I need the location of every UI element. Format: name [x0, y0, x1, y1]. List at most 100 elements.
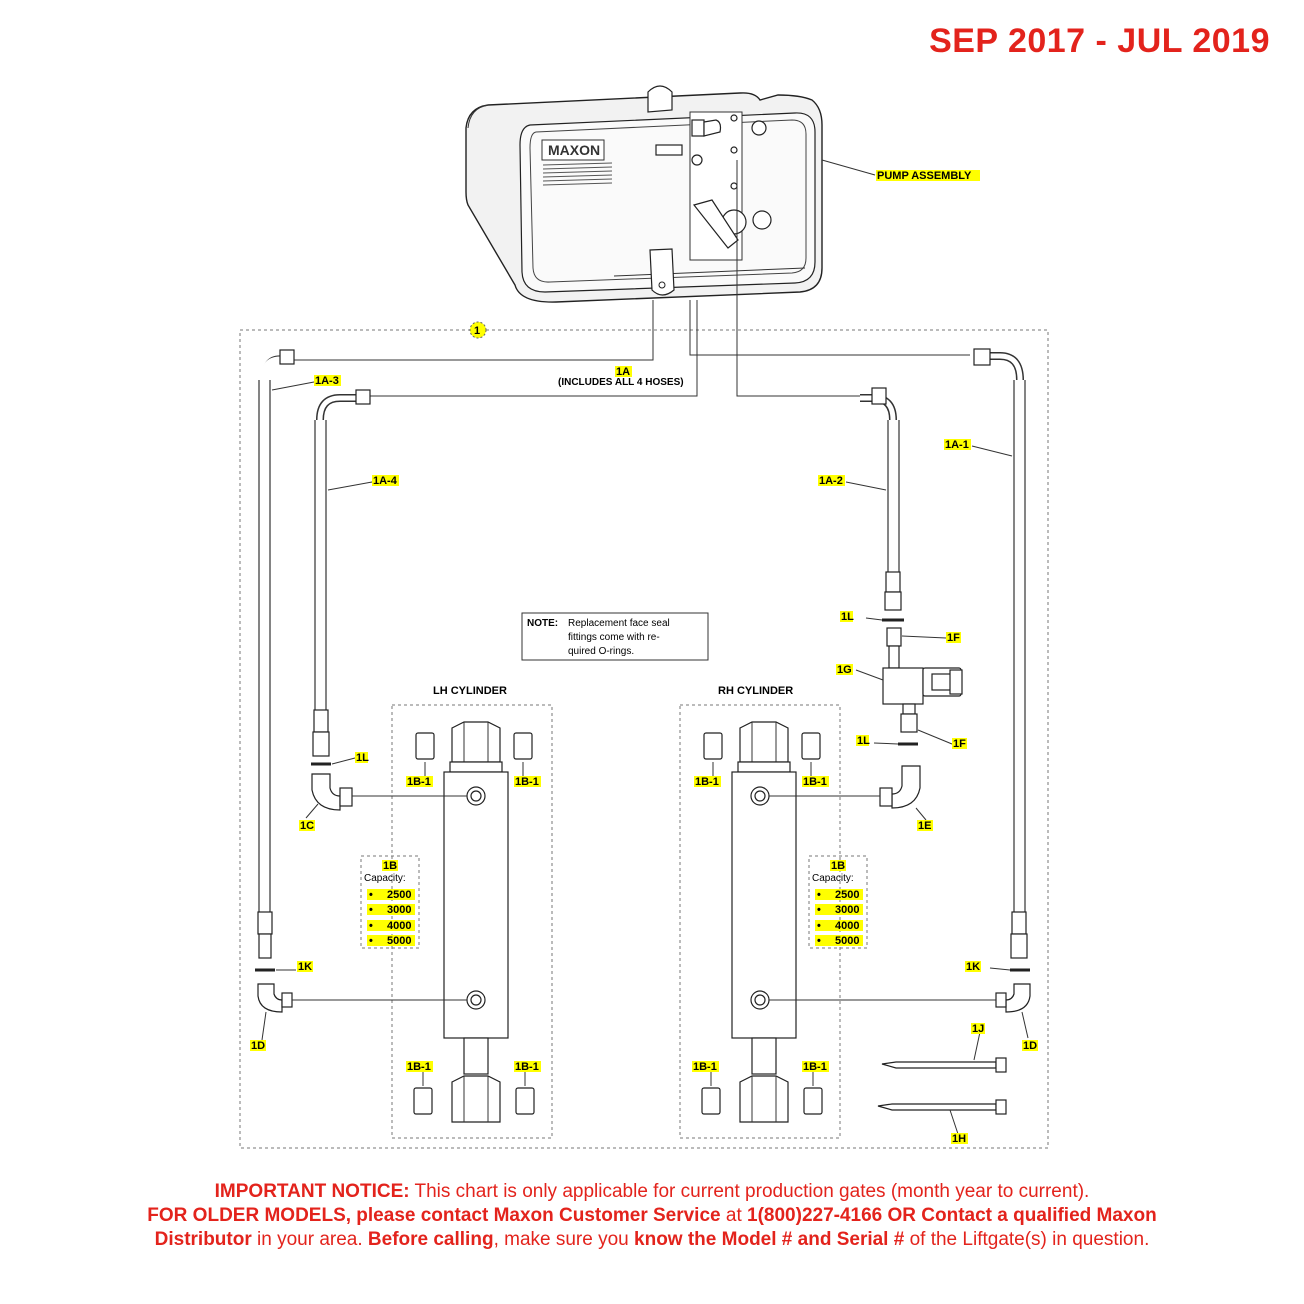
hose-1a-1: [973, 348, 1028, 959]
note-line3: quired O-rings.: [568, 646, 634, 657]
fitting-1d-right: [769, 983, 1031, 1013]
label-1a-note: (INCLUDES ALL 4 HOSES): [558, 377, 684, 388]
label-1e: 1E: [918, 820, 931, 832]
label-1l-right-bottom: 1L: [857, 735, 870, 747]
label-1k-right: 1K: [966, 961, 980, 973]
valve-1g: [882, 667, 963, 705]
label-1l-right-top: 1L: [841, 611, 854, 623]
lh-capacity-part: 1B: [383, 860, 397, 872]
rh-bushing-top-right: [801, 732, 821, 760]
lh-capacity-4000: 4000: [387, 920, 411, 932]
lh-capacity-3000: 3000: [387, 904, 411, 916]
fitting-1f-bottom: [902, 703, 916, 715]
fitting-1f-top: [886, 627, 902, 647]
svg-text:•: •: [817, 889, 821, 901]
kit-boundary: [239, 329, 1049, 1149]
label-rh-bushing-1: 1B-1: [695, 776, 719, 788]
pump-leader: [821, 159, 876, 176]
hose-routing-lines: [294, 160, 970, 397]
label-1f-bottom: 1F: [953, 738, 966, 750]
label-1f-top: 1F: [947, 632, 960, 644]
hose-1a-3: [257, 349, 295, 959]
fitting-1d-left: [257, 983, 467, 1013]
notice-distributor: Distributor: [154, 1229, 252, 1250]
notice-line-1: IMPORTANT NOTICE: This chart is only app…: [0, 1180, 1304, 1204]
svg-text:•: •: [369, 904, 373, 916]
lh-bushing-bottom-left: [413, 1087, 433, 1115]
notice-text-4: , make sure you: [493, 1229, 635, 1250]
hose-1a-2: [860, 387, 902, 611]
svg-text:•: •: [817, 920, 821, 932]
notice-text-2: at: [720, 1205, 748, 1226]
lh-cylinder-title: LH CYLINDER: [433, 685, 507, 697]
lh-bushing-top-right: [513, 732, 533, 760]
rh-capacity-heading: Capacity:: [812, 873, 854, 884]
label-lh-bushing-1: 1B-1: [407, 776, 431, 788]
label-rh-bushing-3: 1B-1: [693, 1061, 717, 1073]
note-line1: Replacement face seal: [568, 618, 670, 629]
notice-line-3: Distributor in your area. Before calling…: [0, 1228, 1304, 1252]
label-1h: 1H: [952, 1133, 966, 1145]
notice-line-2: FOR OLDER MODELS, please contact Maxon C…: [0, 1204, 1304, 1228]
rh-bushing-bottom-right: [803, 1087, 823, 1115]
svg-text:•: •: [817, 935, 821, 947]
rh-cylinder-box: [679, 704, 841, 1139]
pump-assembly: MAXON: [465, 85, 823, 303]
rh-bushing-bottom-left: [701, 1087, 721, 1115]
lh-capacity-2500: 2500: [387, 889, 411, 901]
pump-assembly-label: PUMP ASSEMBLY: [877, 170, 972, 182]
notice-text-5: of the Liftgate(s) in question.: [904, 1229, 1150, 1250]
rh-capacity-3000: 3000: [835, 904, 859, 916]
label-1j: 1J: [972, 1023, 984, 1035]
note-line2: fittings come with re-: [568, 632, 660, 643]
label-1a: 1A: [616, 366, 630, 378]
notice-text-1: This chart is only applicable for curren…: [409, 1181, 1090, 1202]
label-rh-bushing-2: 1B-1: [803, 776, 827, 788]
svg-text:•: •: [369, 920, 373, 932]
label-1g: 1G: [837, 664, 852, 676]
notice-model-serial: know the Model # and Serial #: [634, 1229, 905, 1250]
notice-before-calling: Before calling: [367, 1229, 494, 1250]
label-1a-3: 1A-3: [315, 375, 339, 387]
label-1k-left: 1K: [298, 961, 312, 973]
lh-bushing-top-left: [415, 732, 435, 760]
rh-bushing-top-left: [703, 732, 723, 760]
svg-text:•: •: [369, 935, 373, 947]
fitting-1c: [311, 773, 467, 811]
lh-bushing-bottom-right: [515, 1087, 535, 1115]
rh-capacity-4000: 4000: [835, 920, 859, 932]
fitting-1e: [769, 765, 921, 809]
cable-tie-1j: [881, 1057, 1007, 1073]
rh-capacity-box: 1B Capacity: • 2500 • 3000 • 4000 • 5000: [808, 855, 868, 949]
cable-tie-1h: [877, 1099, 1007, 1115]
label-lh-bushing-2: 1B-1: [515, 776, 539, 788]
label-1d-right: 1D: [1023, 1040, 1037, 1052]
note-title: NOTE:: [527, 618, 558, 629]
lh-capacity-5000: 5000: [387, 935, 411, 947]
notice-phone: 1(800)227-4166 OR Contact a qualified Ma…: [747, 1205, 1157, 1226]
label-rh-bushing-4: 1B-1: [803, 1061, 827, 1073]
lh-capacity-heading: Capacity:: [364, 873, 406, 884]
lh-cylinder: [443, 721, 509, 1123]
svg-text:•: •: [817, 904, 821, 916]
label-1c: 1C: [300, 820, 314, 832]
label-1a-1: 1A-1: [945, 439, 969, 451]
lh-capacity-box: 1B Capacity: • 2500 • 3000 • 4000 • 5000: [360, 855, 420, 949]
label-lh-bushing-4: 1B-1: [515, 1061, 539, 1073]
important-notice: IMPORTANT NOTICE: This chart is only app…: [0, 1180, 1304, 1252]
notice-heading: IMPORTANT NOTICE:: [214, 1181, 410, 1202]
hose-1a-4: [312, 389, 371, 757]
svg-text:•: •: [369, 889, 373, 901]
label-1a-2: 1A-2: [819, 475, 843, 487]
label-kit-1: 1: [474, 325, 480, 337]
rh-cylinder: [731, 721, 797, 1123]
brand-logo-text: MAXON: [548, 142, 600, 158]
rh-capacity-5000: 5000: [835, 935, 859, 947]
rh-capacity-2500: 2500: [835, 889, 859, 901]
label-1l-left: 1L: [356, 752, 369, 764]
label-1a-4: 1A-4: [373, 475, 398, 487]
lh-cylinder-box: [391, 704, 553, 1139]
rh-cylinder-title: RH CYLINDER: [718, 685, 793, 697]
note-box: NOTE: Replacement face seal fittings com…: [521, 612, 709, 661]
